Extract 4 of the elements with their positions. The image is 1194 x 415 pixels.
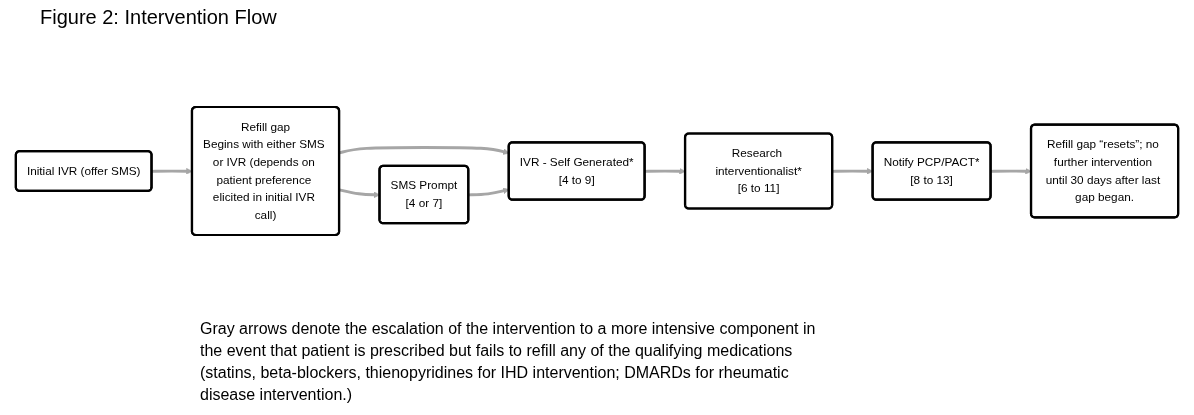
- arrow: [644, 168, 686, 175]
- figure-title: Figure 2: Intervention Flow: [40, 6, 277, 29]
- arrow: [990, 168, 1032, 175]
- note-text: Gray arrows denote the escalation of the intervention to a more intensive component in the event that patient is prescribed but fails to refill any of the qualifying medications (statins, beta-blockers, thienopyridines for IHD intervention; DMARDs for rheumatic disease intervention.): [200, 319, 817, 405]
